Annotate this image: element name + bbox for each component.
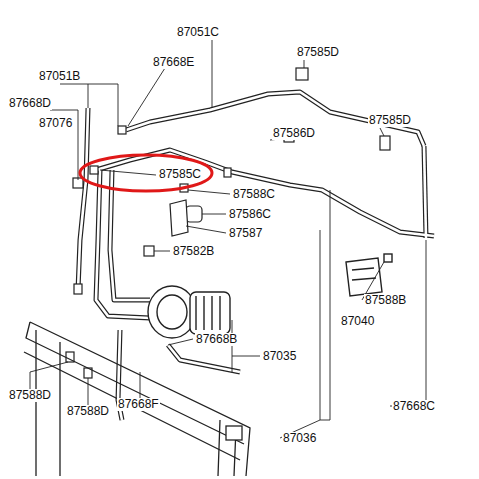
callout-number: 87585D — [296, 46, 340, 59]
callout-number: 87588D — [8, 389, 52, 402]
callout-number: 87586D — [272, 127, 316, 140]
callout-number: 87582B — [172, 245, 215, 258]
callout-number: 87668C — [392, 400, 436, 413]
callout-number: 87036 — [282, 432, 317, 445]
callout-number: 87040 — [340, 315, 375, 328]
callout-number: 87585C — [158, 168, 202, 181]
callout-number: 87585D — [368, 114, 412, 127]
highlight-ellipse — [80, 155, 212, 191]
callout-number: 87586C — [228, 208, 272, 221]
callout-number: 87035 — [262, 350, 297, 363]
callout-number: 87668E — [152, 56, 195, 69]
callout-number: 87051C — [176, 26, 220, 39]
callout-number: 87076 — [38, 117, 73, 130]
callout-number: 87668F — [117, 398, 160, 411]
callout-number: 87587 — [228, 227, 263, 240]
callout-number: 87668B — [195, 333, 238, 346]
callout-number: 87668D — [8, 97, 52, 110]
callout-number: 87588C — [232, 188, 276, 201]
callout-number: 87588D — [66, 405, 110, 418]
callout-number: 87588B — [364, 294, 407, 307]
callout-number: 87051B — [38, 70, 81, 83]
